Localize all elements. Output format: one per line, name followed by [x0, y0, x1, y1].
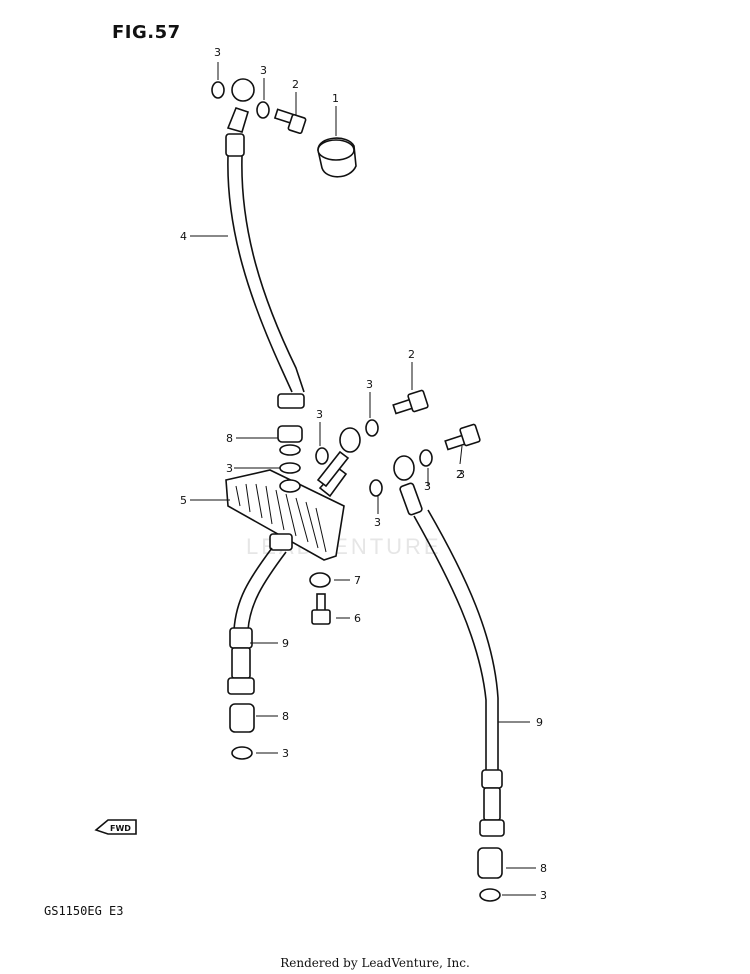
callout: 2: [456, 468, 463, 481]
mid-left-washer: [315, 447, 329, 465]
callout: 3: [316, 408, 323, 421]
mid-banjo-neck: [316, 450, 350, 488]
upper-brake-hose: [225, 78, 305, 409]
joint-washer: [279, 444, 301, 456]
left-hose-seal-8: [229, 703, 255, 733]
upper-banjo-fitting: [231, 78, 255, 102]
top-washer: [256, 101, 270, 119]
callout: 9: [282, 637, 289, 650]
forward-arrow-icon: FWD: [94, 819, 137, 835]
upper-banjo-neck: [226, 107, 249, 133]
callout: 8: [282, 710, 289, 723]
callout: 6: [354, 612, 361, 625]
right-union-bolt: [444, 423, 481, 451]
callout: 8: [226, 432, 233, 445]
joint-seal-8: [277, 425, 303, 443]
callout: 3: [374, 516, 381, 529]
callout: 3: [540, 889, 547, 902]
top-union-bolt: [273, 108, 307, 135]
callout: 3: [282, 747, 289, 760]
brake-hose-joint: [225, 466, 348, 561]
figure-title: FIG.57: [112, 22, 181, 43]
callout: 3: [366, 378, 373, 391]
callout: 3: [424, 480, 431, 493]
left-brake-hose: [227, 533, 293, 695]
callout: 2: [408, 348, 415, 361]
upper-hose-crimp: [225, 133, 245, 157]
right-brake-hose: [393, 455, 505, 837]
callout: 3: [226, 462, 233, 475]
right-bottom-washer: [479, 888, 501, 902]
mid-upper-washer: [365, 419, 379, 437]
model-code: GS1150EG E3: [44, 904, 124, 918]
mount-bolt-6: [311, 593, 331, 625]
mid-banjo-fitting: [339, 427, 361, 453]
callout: 5: [180, 494, 187, 507]
upper-hose-end-nut: [277, 393, 305, 409]
left-bottom-washer: [231, 746, 253, 760]
top-left-washer: [211, 81, 225, 99]
bleeder-cap: [317, 137, 357, 178]
callout: 3: [214, 46, 221, 59]
callout: 3: [260, 64, 267, 77]
callout: 1: [332, 92, 339, 105]
callout: 9: [536, 716, 543, 729]
callout: 8: [540, 862, 547, 875]
fwd-label: FWD: [110, 824, 131, 833]
mid-union-bolt: [392, 389, 429, 415]
callout: 7: [354, 574, 361, 587]
right-hose-seal-8: [477, 847, 503, 879]
joint-washer-lower: [279, 462, 301, 474]
callout: 3: [458, 468, 465, 481]
right-washer: [419, 449, 433, 467]
mid-lower-washer: [369, 479, 383, 497]
callout-labels: 3 3 2 1 4 2 3 3 8 3 2 3 5 3 7 6 9 8 3 9 …: [180, 46, 547, 902]
footer-credit: Rendered by LeadVenture, Inc.: [280, 956, 470, 970]
mount-washer-7: [309, 572, 331, 588]
callout: 4: [180, 230, 187, 243]
callout: 2: [292, 78, 299, 91]
